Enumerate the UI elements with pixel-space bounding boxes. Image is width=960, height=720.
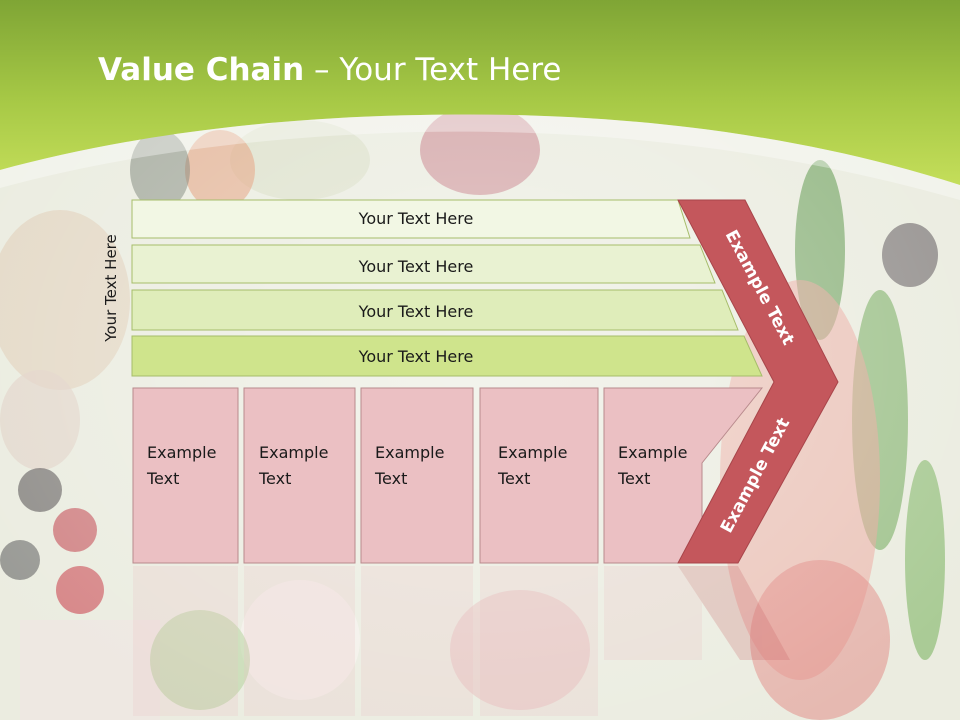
primary-box-1-line1: Example [147,443,216,462]
support-row-3-label: Your Text Here [358,302,474,321]
slide-title: Value Chain – Your Text Here [98,52,561,88]
support-row-4: Your Text Here [131,335,763,377]
support-row-2: Your Text Here [131,244,716,284]
side-label: Your Text Here [102,234,120,342]
primary-box-3-line2: Text [374,469,407,488]
primary-box-5: Example Text [603,387,764,564]
primary-box-2-line2: Text [258,469,291,488]
primary-box-1-line2: Text [146,469,179,488]
primary-box-2: Example Text [243,387,356,564]
primary-box-5-line2: Text [617,469,650,488]
title-bold: Value Chain [98,52,305,88]
primary-box-3-line1: Example [375,443,444,462]
support-row-1-label: Your Text Here [358,209,474,228]
primary-box-2-line1: Example [259,443,328,462]
boxes-reflection [133,566,790,716]
primary-box-5-line1: Example [618,443,687,462]
primary-box-4-line2: Text [497,469,530,488]
primary-box-3: Example Text [360,387,474,564]
title-rest: – Your Text Here [304,52,562,88]
primary-box-4-line1: Example [498,443,567,462]
support-row-4-label: Your Text Here [358,347,474,366]
primary-box-4: Example Text [479,387,599,564]
support-row-2-label: Your Text Here [358,257,474,276]
support-row-1: Your Text Here [131,199,691,239]
primary-box-1: Example Text [132,387,239,564]
support-row-3: Your Text Here [131,289,739,331]
